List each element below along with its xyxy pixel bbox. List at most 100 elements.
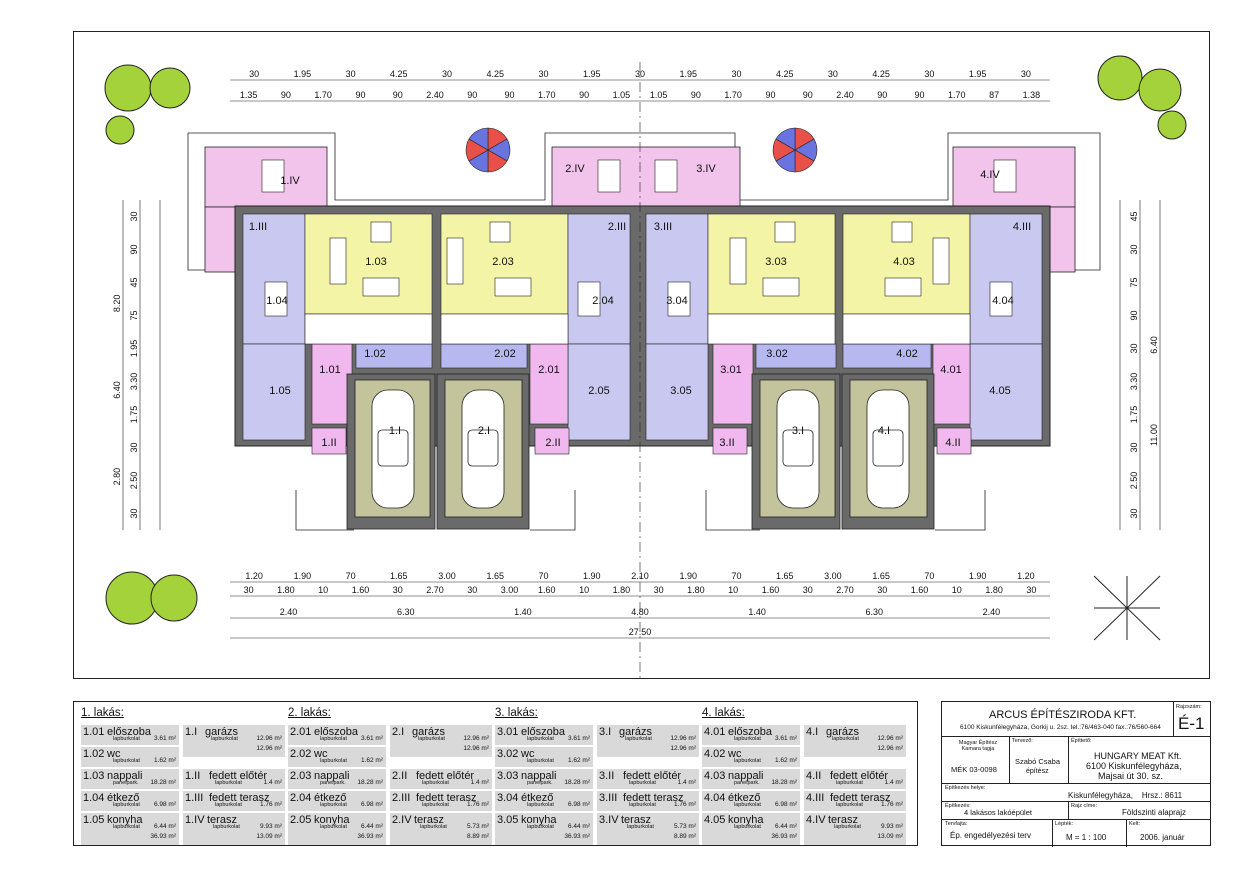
dimension-label: 1.80	[687, 585, 705, 595]
room-code: 2.III	[392, 792, 411, 804]
room-area: 3.61 m²	[567, 735, 590, 742]
room-area: 6.98 m²	[153, 801, 176, 808]
dimension-label: 1.70	[538, 90, 556, 100]
room-floor: lapburkolat	[215, 802, 242, 808]
dimension-label: 45	[1129, 211, 1139, 221]
room-label: 1.04	[266, 295, 287, 307]
dimension-label: 1.65	[776, 571, 794, 581]
room-name: terasz	[414, 814, 444, 826]
dimension-label: 1.65	[390, 571, 408, 581]
room-floor: panelpark.	[734, 780, 760, 786]
dimension-label: 1.90	[583, 571, 601, 581]
dimension-label: 90	[355, 90, 365, 100]
room-label: 1.II	[321, 437, 336, 449]
room-sum: 13.09 m²	[256, 833, 282, 840]
dimension-label: 1.75	[129, 406, 139, 424]
dimension-label: 1.60	[538, 585, 556, 595]
room-name: étkező	[107, 792, 140, 804]
room-floor: lapburkolat	[320, 824, 347, 830]
dimension-label: 1.40	[748, 607, 766, 617]
site-label: Építkezés helye:	[945, 785, 986, 791]
room-sum: 36.93 m²	[771, 833, 797, 840]
room-name: garázs	[205, 726, 239, 738]
room-code: 2.II	[392, 770, 408, 782]
room-label: 4.01	[940, 364, 961, 376]
room-code: 1.02	[83, 748, 105, 760]
room-area: 12.96 m²	[877, 735, 903, 742]
room-code: 4.02	[704, 748, 726, 760]
room-code: 3.III	[599, 792, 618, 804]
room-name: előszoba	[728, 726, 773, 738]
room-code: 3.04	[497, 792, 519, 804]
dimension-label: 30	[1129, 244, 1139, 254]
drawing-title: Földszinti alaprajz	[1122, 808, 1187, 817]
dimension-label: 30	[654, 585, 664, 595]
room-name: étkező	[521, 792, 554, 804]
dimension-label: 1.90	[294, 571, 312, 581]
room-area: 1.76 m²	[466, 801, 489, 808]
room-sum: 36.93 m²	[357, 833, 383, 840]
dimension-label: 30	[1021, 69, 1031, 79]
room-area: 1.76 m²	[259, 801, 282, 808]
dimension-label: 4.25	[776, 69, 794, 79]
dimension-label: 30	[393, 585, 403, 595]
room-name: konyha	[521, 814, 557, 826]
room-area: 12.96 m²	[256, 735, 282, 742]
dimension-label: 1.75	[1129, 406, 1139, 424]
date-value: 2006. január	[1140, 833, 1185, 842]
dimension-label: 3.00	[438, 571, 456, 581]
parasol-icon	[772, 127, 818, 173]
dimension-label: 4.80	[631, 607, 649, 617]
dimension-label: 10	[579, 585, 589, 595]
room-code: 4.05	[704, 814, 726, 826]
room-sum: 8.89 m²	[466, 833, 489, 840]
chamber-label: Magyar Építész Kamara tagja	[958, 740, 998, 752]
dimension-label: 1.95	[129, 340, 139, 358]
scale-value: M = 1 : 100	[1066, 833, 1107, 842]
room-name: wc	[314, 748, 328, 760]
room-code: 2.02	[290, 748, 312, 760]
room-label: 2.02	[494, 348, 515, 360]
chamber-number: MÉK 03-0098	[951, 765, 997, 774]
room-label: 2.03	[492, 256, 513, 268]
room-floor: lapburkolat	[527, 802, 554, 808]
room-name: konyha	[107, 814, 143, 826]
room-area: 1.4 m²	[677, 779, 696, 786]
room-label: 3.03	[765, 256, 786, 268]
room-code: 1.04	[83, 792, 105, 804]
date-label: Kelt:	[1129, 821, 1141, 827]
phase-label: Tervfajta:	[945, 821, 968, 827]
dimension-label: 30	[635, 69, 645, 79]
dimension-label: 30	[467, 585, 477, 595]
dimension-label: 1.20	[245, 571, 263, 581]
dimension-label: 70	[346, 571, 356, 581]
room-area: 18.28 m²	[150, 779, 176, 786]
client-name: HUNGARY MEAT Kft.	[1094, 751, 1182, 761]
dimension-label: 90	[393, 90, 403, 100]
dimension-label: 90	[505, 90, 515, 100]
dimension-label: 30	[249, 69, 259, 79]
dimension-label: 6.40	[1149, 336, 1159, 354]
dimension-label: 30	[828, 69, 838, 79]
room-floor: lapburkolat	[734, 824, 761, 830]
room-area: 18.28 m²	[564, 779, 590, 786]
room-label: 3.II	[719, 437, 734, 449]
room-code: 2.04	[290, 792, 312, 804]
dimension-label: 2.70	[426, 585, 444, 595]
room-area: 18.28 m²	[357, 779, 383, 786]
dimension-label: 2.70	[836, 585, 854, 595]
designer-role: építész	[1026, 768, 1049, 775]
room-code: 1.03	[83, 770, 105, 782]
room-name: étkező	[728, 792, 761, 804]
room-name: fedett terasz	[830, 792, 891, 804]
room-name: konyha	[728, 814, 764, 826]
